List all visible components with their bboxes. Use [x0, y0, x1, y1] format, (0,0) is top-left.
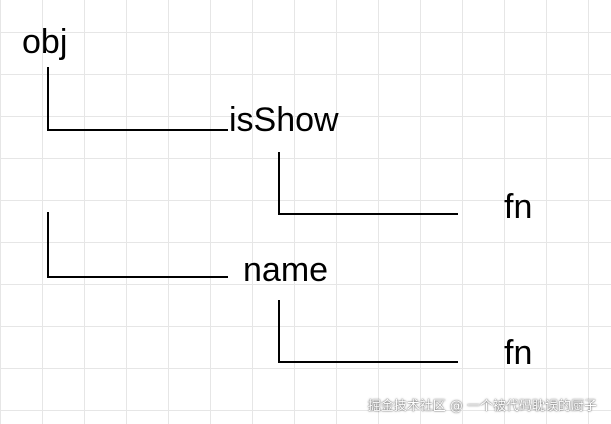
node-name: name — [243, 251, 329, 289]
node-isshow: isShow — [229, 101, 339, 139]
connector-isshow-fn — [278, 152, 458, 215]
node-obj: obj — [22, 23, 68, 61]
connector-obj-name — [47, 212, 228, 278]
node-fn-2: fn — [504, 334, 533, 372]
connector-name-fn — [278, 300, 458, 363]
node-fn-1: fn — [504, 188, 533, 226]
watermark: 掘金技术社区 @ 一个被代码耽误的厨子 — [367, 399, 597, 414]
connector-obj-isshow — [47, 67, 228, 131]
